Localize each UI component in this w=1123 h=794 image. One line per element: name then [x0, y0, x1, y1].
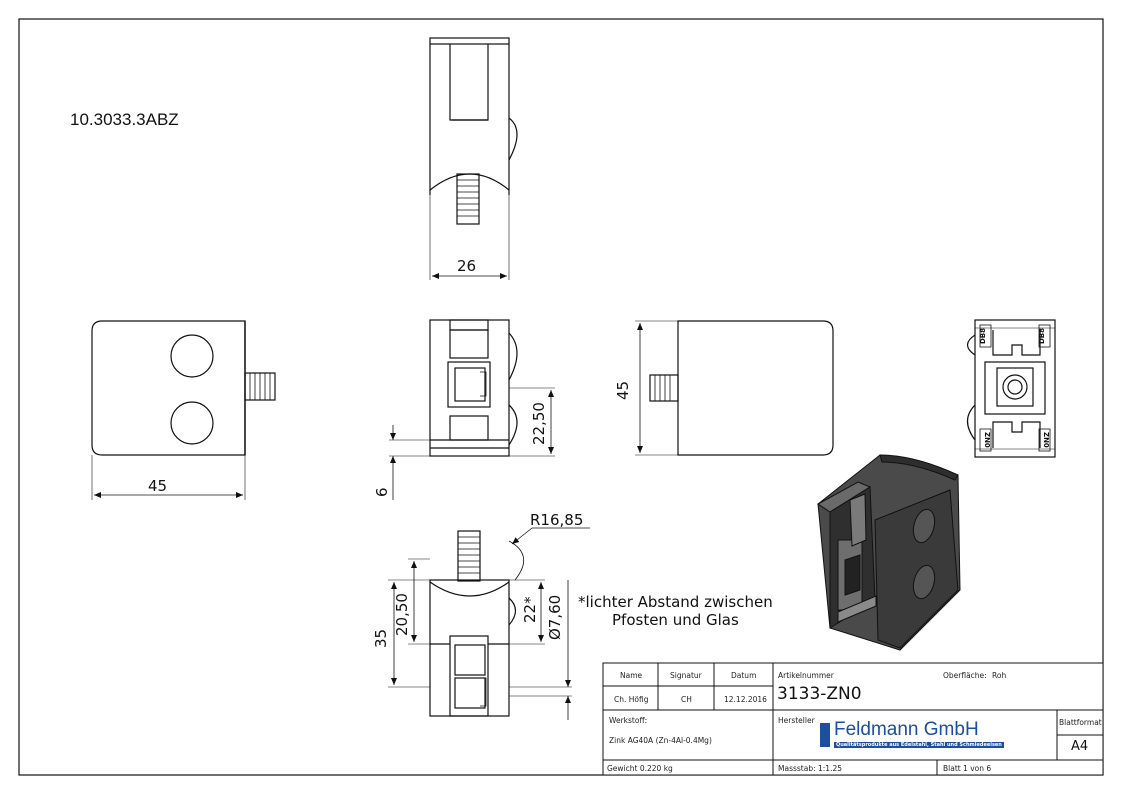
- dim-bottom-mid: 20,50: [393, 593, 411, 636]
- dim-side-height: 45: [614, 380, 632, 400]
- signature-label: Signatur: [670, 671, 702, 680]
- center-view: [389, 319, 555, 500]
- name-value: Ch. Höfig: [614, 695, 649, 704]
- note-line-2: Pfosten und Glas: [612, 611, 739, 629]
- weight: Gewicht 0.220 kg: [607, 764, 673, 773]
- dim-bottom-offset: 6: [373, 487, 391, 497]
- material-label: Werkstoff:: [609, 716, 648, 725]
- surface-label: Oberfläche:: [943, 671, 987, 680]
- iso-view: [817, 454, 961, 651]
- dim-bottom-gap: 22*: [521, 596, 539, 623]
- dim-bottom-total: 35: [372, 628, 390, 648]
- format-value: A4: [1071, 739, 1089, 754]
- top-view: [429, 37, 518, 280]
- surface-value: Roh: [992, 671, 1007, 680]
- dim-radius: R16,85: [530, 511, 584, 529]
- feldmann-logo: Feldmann GmbH Qualitätsprodukte aus Edel…: [820, 719, 1020, 755]
- stamp-top-left: DB8: [979, 327, 987, 344]
- date-label: Datum: [731, 671, 757, 680]
- format-label: Blattformat: [1059, 718, 1102, 727]
- dim-diameter: Ø7,60: [546, 594, 564, 640]
- note-line-1: *lichter Abstand zwischen: [578, 593, 773, 611]
- end-view: [966, 319, 1056, 458]
- logo-mark-icon: [820, 723, 830, 747]
- scale: Massstab: 1:1.25: [778, 764, 842, 773]
- dim-front-width: 45: [148, 477, 168, 495]
- sheet-frame: [18, 18, 1104, 776]
- article-value: 3133-ZN0: [777, 684, 862, 704]
- manufacturer-label: Hersteller: [778, 716, 815, 725]
- logo-tagline: Qualitätsprodukte aus Edelstahl, Stahl u…: [834, 742, 1004, 748]
- front-view: [91, 320, 276, 500]
- dim-center-height: 22,50: [530, 402, 548, 445]
- title-block: [602, 662, 1104, 776]
- logo-text: Feldmann GmbH: [834, 719, 979, 740]
- signature-value: CH: [681, 695, 692, 704]
- drawing-number: 10.3033.3ABZ: [70, 110, 179, 129]
- bottom-view: [388, 527, 590, 720]
- side-view: [635, 320, 834, 456]
- stamp-bottom-left: ZN0: [983, 432, 991, 448]
- date-value: 12.12.2016: [724, 695, 767, 704]
- sheet: Blatt 1 von 6: [943, 764, 992, 773]
- stamp-top-right: DB8: [1038, 327, 1046, 344]
- stamp-bottom-right: ZN0: [1042, 432, 1050, 448]
- name-label: Name: [620, 671, 643, 680]
- article-label: Artikelnummer: [778, 671, 834, 680]
- dim-top-width: 26: [457, 257, 477, 275]
- material-value: Zink AG40A (Zn-4Al-0.4Mg): [609, 736, 712, 745]
